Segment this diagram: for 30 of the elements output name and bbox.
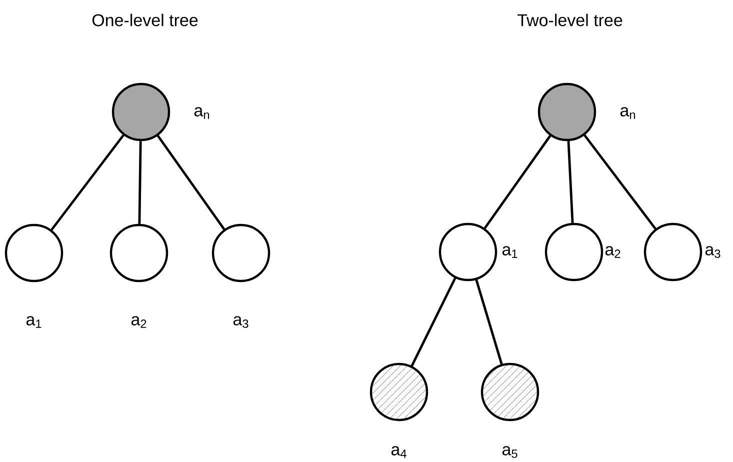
tree-node	[4, 224, 64, 282]
node-label: a$_{n}$	[194, 107, 210, 119]
tree-node	[112, 82, 170, 142]
node-label: a$_{n}$	[620, 107, 636, 119]
tree-title: One-level tree	[92, 14, 198, 26]
edge-line	[475, 280, 503, 364]
tree-node	[110, 224, 168, 282]
node-label: a$_{3}$	[233, 316, 248, 328]
node-label: a$_{5}$	[502, 446, 518, 458]
edge-line	[410, 278, 456, 368]
node-label: a$_{1}$	[26, 316, 42, 328]
node-label: a$_{2}$	[605, 246, 620, 258]
tree-node	[370, 362, 428, 422]
node-label: a$_{1}$	[502, 246, 518, 258]
node-label: a$_{3}$	[705, 246, 720, 258]
tree-node	[212, 224, 270, 282]
edge-line	[484, 135, 552, 229]
tree-node	[438, 222, 498, 282]
edge-line	[567, 141, 574, 223]
tree-node	[480, 362, 540, 422]
node-label: a$_{4}$	[391, 446, 406, 458]
node-label: a$_{2}$	[131, 316, 146, 328]
edge-line	[138, 141, 142, 224]
tree-node	[644, 222, 702, 282]
edge-line	[156, 135, 226, 230]
edge-line	[584, 134, 656, 230]
tree-node	[538, 82, 596, 142]
tree-title: Two-level tree	[517, 14, 622, 26]
tree-node	[544, 222, 604, 282]
edge-line	[50, 134, 124, 231]
